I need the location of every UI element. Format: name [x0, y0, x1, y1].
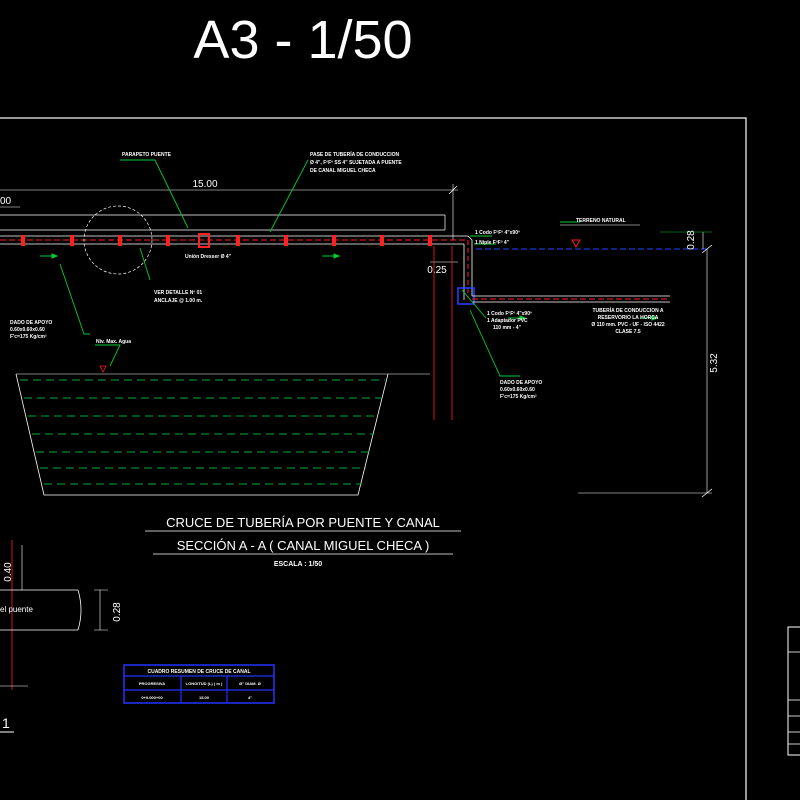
label-dado-left-3: F'c=175 Kg/cm²: [10, 334, 47, 340]
summary-table-cell-0: 0+0.000+00: [141, 695, 163, 700]
dimension-offset: 0.25: [427, 261, 458, 276]
flow-arrows: [40, 253, 659, 321]
label-niv-agua: Niv. Max. Agua: [96, 339, 131, 345]
label-tuberia-2: RESERVORIO LA HORCA: [598, 315, 659, 321]
water-level-marker: [99, 365, 107, 373]
bridge-parapet: [0, 214, 446, 231]
label-codo-top-2: 1 Niple FºFº 4": [475, 240, 510, 246]
summary-table-cell-1: 15.00: [199, 695, 210, 700]
water-lines: [20, 379, 385, 485]
summary-table-header-1: LONGITUD (L) ( m ): [186, 681, 223, 686]
label-union: Unión Dresser Ø 4": [185, 254, 232, 260]
label-codo-top-1: 1 Codo FºFº 4"x90º: [475, 230, 520, 236]
sheet-title: A3 - 1/50: [193, 10, 412, 70]
label-pase-2: Ø 4", FºFº SS 4" SUJETADA A PUENTE: [310, 160, 402, 166]
dimension-span-left: 00: [0, 196, 20, 208]
label-dado-left-1: DADO DE APOYO: [10, 320, 52, 326]
dimension-right: 0.28 5.32: [578, 230, 720, 498]
summary-table: CUADRO RESUMEN DE CRUCE DE CANAL PROGRES…: [123, 664, 275, 704]
summary-table-header-2: Ø" DIAM. Ø: [239, 681, 261, 686]
leader-lines: [59, 159, 580, 377]
label-tuberia-3: Ø 110 mm. PVC - UF - ISO 4422: [591, 322, 665, 328]
drawing-title-line2: SECCIÓN A - A ( CANAL MIGUEL CHECA ): [177, 538, 430, 553]
dimension-span-text: 15.00: [192, 179, 217, 190]
label-codo-bot-3: 110 mm - 4": [493, 325, 522, 331]
detail-callout-circle: [83, 205, 153, 275]
summary-table-title: CUADRO RESUMEN DE CRUCE DE CANAL: [147, 669, 250, 675]
dimension-depth-right: 0.28: [686, 230, 697, 250]
label-parapeto: PARAPETO PUENTE: [122, 152, 172, 158]
dimension-offset-text: 0.25: [427, 265, 447, 276]
dimension-height-right: 5.32: [709, 353, 720, 373]
summary-table-cell-2: 4": [248, 695, 252, 700]
canal-section: [15, 373, 430, 496]
dimension-span: 15.00: [0, 179, 458, 240]
label-ver-detalle-2: ANCLAJE @ 1.00 m.: [154, 298, 203, 304]
bridge-column: [433, 246, 453, 420]
detail-number: 1: [2, 715, 10, 731]
label-dado-right-3: F'c=175 Kg/cm²: [500, 394, 537, 400]
detail-dim-h2: 0.28: [112, 602, 123, 622]
label-terreno: TERRENO NATURAL: [576, 218, 626, 224]
pipe-anchors: [21, 233, 432, 248]
adjacent-title-block: [787, 626, 800, 756]
label-tuberia-4: CLASE 7.5: [615, 329, 641, 335]
label-ver-detalle-1: VER DETALLE Nº 01: [154, 290, 202, 296]
outlet-pipe: [472, 295, 670, 303]
label-pase-1: PASE DE TUBERÍA DE CONDUCCION: [310, 150, 400, 158]
drawing-scale: ESCALA : 1/50: [274, 561, 322, 568]
label-codo-bot-1: 1 Codo FºFº 4"x90º: [487, 311, 532, 317]
dimension-span-left-text: 00: [0, 196, 12, 207]
label-tuberia-1: TUBERÍA DE CONDUCCION A: [592, 306, 663, 314]
label-dado-right-1: DADO DE APOYO: [500, 380, 542, 386]
label-dado-left-2: 0.60x0.60x0.60: [10, 327, 45, 333]
label-dado-right-2: 0.60x0.60x0.60: [500, 387, 535, 393]
label-codo-bot-2: 1 Adaptador PVC: [487, 318, 528, 324]
natural-terrain: [476, 224, 710, 250]
drawing-title-line1: CRUCE DE TUBERÍA POR PUENTE Y CANAL: [166, 515, 440, 530]
summary-table-header-0: PROGRESIVA: [139, 681, 165, 686]
label-pase-3: DE CANAL MIGUEL CHECA: [310, 168, 376, 174]
bridge-pipe: [0, 235, 468, 245]
pipe-riser: [457, 235, 475, 305]
sheet-frame: [0, 117, 747, 800]
detail-text: el puente: [0, 605, 33, 614]
detail-dim-h1: 0.40: [3, 562, 14, 582]
detail-view: 0.40 0.28 el puente 1: [0, 540, 123, 733]
